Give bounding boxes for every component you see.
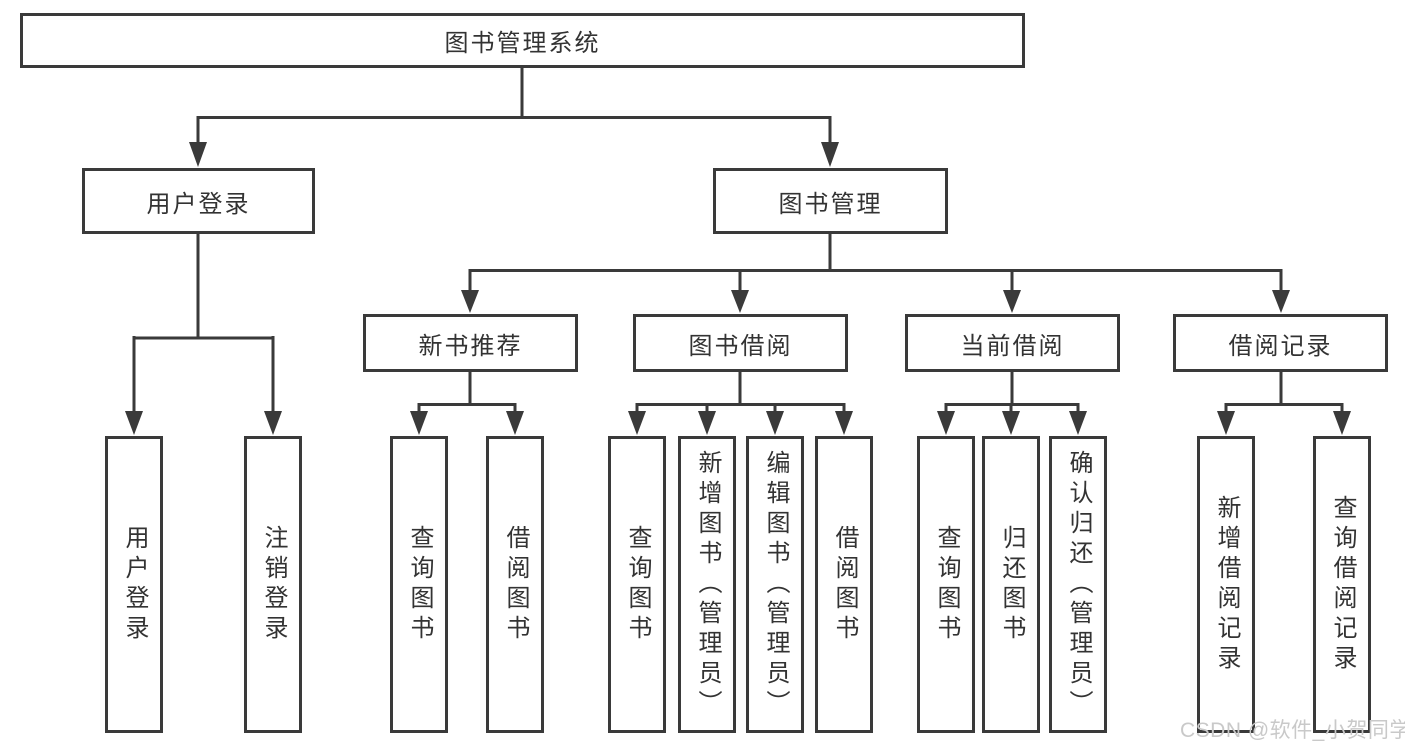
- leaf-newbooks-borrow-books: 借阅图书: [486, 436, 544, 733]
- leaf-label: 借阅图书: [831, 524, 858, 645]
- leaf-borrowing-edit-books-admin: 编辑图书（管理员）: [746, 436, 804, 733]
- node-user-login: 用户登录: [82, 168, 315, 234]
- leaf-label: 新增图书（管理员）: [694, 449, 721, 720]
- leaf-label: 查询图书: [933, 524, 960, 645]
- leaf-logout: 注销登录: [244, 436, 302, 733]
- node-current-borrowing: 当前借阅: [905, 314, 1120, 372]
- leaf-label: 归还图书: [998, 524, 1025, 645]
- node-label: 当前借阅: [960, 332, 1065, 360]
- leaf-borrowing-search-books: 查询图书: [608, 436, 666, 733]
- node-label: 图书借阅: [688, 332, 793, 360]
- leaf-current-confirm-return-admin: 确认归还（管理员）: [1049, 436, 1107, 733]
- leaf-user-login: 用户登录: [105, 436, 163, 733]
- node-book-borrowing: 图书借阅: [633, 314, 848, 372]
- leaf-label: 查询图书: [406, 524, 433, 645]
- leaf-current-return-books: 归还图书: [982, 436, 1040, 733]
- node-label: 图书管理: [778, 190, 883, 218]
- node-new-book-recommend: 新书推荐: [363, 314, 578, 372]
- leaf-newbooks-search-books: 查询图书: [390, 436, 448, 733]
- leaf-label: 注销登录: [260, 524, 287, 645]
- node-book-management: 图书管理: [713, 168, 948, 234]
- leaf-label: 查询借阅记录: [1329, 494, 1356, 675]
- leaf-label: 查询图书: [624, 524, 651, 645]
- node-library-management-system: 图书管理系统: [20, 13, 1025, 68]
- leaf-label: 确认归还（管理员）: [1065, 449, 1092, 720]
- node-label: 用户登录: [146, 190, 251, 218]
- node-label: 借阅记录: [1228, 332, 1333, 360]
- csdn-watermark: CSDN @软件_小贺同学: [1180, 719, 1405, 742]
- node-borrowing-records: 借阅记录: [1173, 314, 1388, 372]
- leaf-records-search-borrow-record: 查询借阅记录: [1313, 436, 1371, 733]
- leaf-current-search-books: 查询图书: [917, 436, 975, 733]
- leaf-label: 编辑图书（管理员）: [762, 449, 789, 720]
- node-label: 图书管理系统: [444, 30, 601, 57]
- leaf-borrowing-borrow-books: 借阅图书: [815, 436, 873, 733]
- leaf-label: 用户登录: [121, 524, 148, 645]
- leaf-label: 新增借阅记录: [1213, 494, 1240, 675]
- leaf-records-add-borrow-record: 新增借阅记录: [1197, 436, 1255, 733]
- leaf-borrowing-add-books-admin: 新增图书（管理员）: [678, 436, 736, 733]
- node-label: 新书推荐: [418, 332, 523, 360]
- leaf-label: 借阅图书: [502, 524, 529, 645]
